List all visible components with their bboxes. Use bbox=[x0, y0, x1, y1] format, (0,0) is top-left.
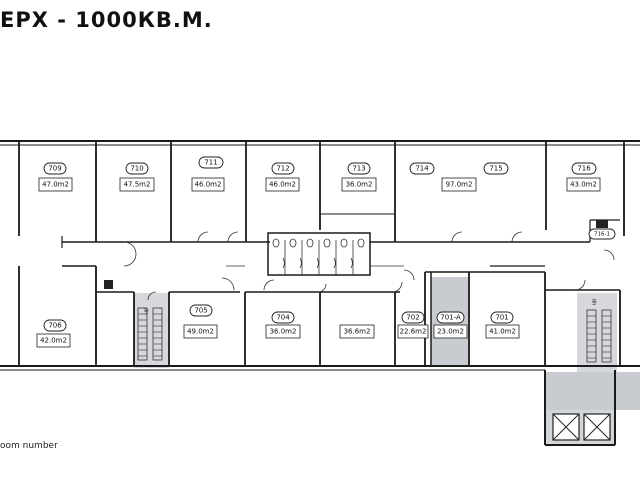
plan-title: ЕРХ - 1000КВ.М. bbox=[0, 8, 213, 32]
stair-up-label: up bbox=[592, 298, 598, 305]
room-number: 701 bbox=[495, 314, 508, 322]
room-number: 714 bbox=[415, 165, 429, 173]
room-area: 42.0m2 bbox=[40, 337, 67, 345]
room-number: 716-1 bbox=[594, 232, 610, 238]
lower-partitions bbox=[18, 220, 621, 366]
room-706: 706 42.0m2 bbox=[36, 319, 71, 348]
room-716-1: 716-1 bbox=[588, 228, 616, 240]
room-701: 701 41.0m2 bbox=[485, 311, 520, 339]
room-number: 715 bbox=[489, 165, 502, 173]
room-701-a: 701-A 23.0m2 bbox=[433, 311, 468, 339]
room-area: 49.0m2 bbox=[187, 328, 214, 336]
room-area: 23.0m2 bbox=[437, 328, 464, 336]
room-702: 702 22.6m2 bbox=[397, 311, 429, 339]
room-714: 714 bbox=[409, 162, 435, 175]
room-712: 712 46.0m2 bbox=[265, 162, 300, 192]
lift-shafts bbox=[552, 413, 611, 441]
room-number: 704 bbox=[276, 314, 290, 322]
room-number: 710 bbox=[130, 165, 143, 173]
room-number: 702 bbox=[406, 314, 419, 322]
room-705: 705 49.0m2 bbox=[183, 304, 218, 339]
upper-partitions bbox=[18, 141, 625, 248]
stair-up-label: up bbox=[144, 307, 150, 314]
room-711: 711 46.0m2 bbox=[191, 156, 225, 192]
room-area: 47.0m2 bbox=[42, 181, 69, 189]
room-area: 36.0m2 bbox=[270, 328, 297, 336]
room-area: 97.0m2 bbox=[446, 181, 473, 189]
room-area: 46.0m2 bbox=[269, 181, 296, 189]
room-area: 36.0m2 bbox=[346, 181, 373, 189]
door-swings bbox=[123, 231, 615, 293]
room-area: 22.6m2 bbox=[400, 328, 427, 336]
room-715: 715 97.0m2 bbox=[441, 162, 509, 192]
room-area: 36.6m2 bbox=[344, 328, 371, 336]
room-number: 706 bbox=[48, 322, 62, 330]
room-number: 716 bbox=[577, 165, 591, 173]
toilet-block bbox=[267, 232, 371, 276]
room-number: 705 bbox=[194, 307, 207, 315]
room-709: 709 47.0m2 bbox=[38, 162, 73, 192]
room-area: 47.5m2 bbox=[124, 181, 151, 189]
room-710: 710 47.5m2 bbox=[119, 162, 155, 192]
room-number: 709 bbox=[48, 165, 61, 173]
legend-text: oom number bbox=[0, 441, 58, 451]
stairs-left bbox=[137, 291, 163, 361]
room-number: 713 bbox=[352, 165, 365, 173]
room-number: 711 bbox=[204, 159, 217, 167]
room-704: 704 36.0m2 bbox=[265, 311, 301, 339]
room-area: 43.0m2 bbox=[570, 181, 597, 189]
room-unnumbered: 36.6m2 bbox=[339, 324, 375, 339]
room-713: 713 36.0m2 bbox=[341, 162, 377, 192]
room-area: 41.0m2 bbox=[489, 328, 516, 336]
room-number: 712 bbox=[276, 165, 289, 173]
room-number: 701-A bbox=[440, 314, 461, 322]
room-716: 716 43.0m2 bbox=[566, 162, 601, 192]
room-area: 46.0m2 bbox=[195, 181, 222, 189]
stairs-right bbox=[586, 309, 612, 363]
